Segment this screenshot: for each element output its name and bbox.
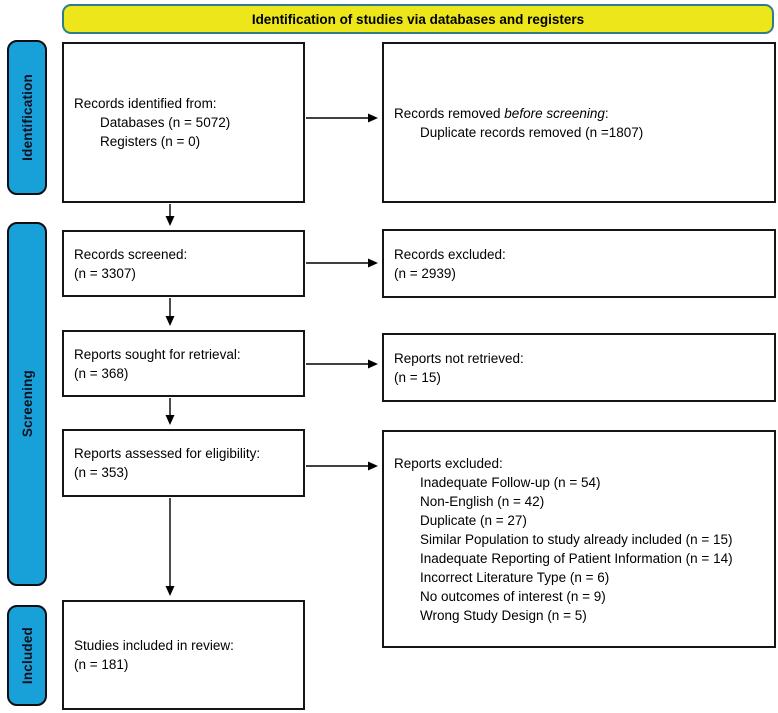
phase-label-included: Included bbox=[7, 605, 47, 706]
box-line: Databases (n = 5072) bbox=[100, 115, 231, 130]
box-line: Non-English (n = 42) bbox=[420, 493, 545, 509]
box-title-italic: before screening bbox=[504, 105, 605, 121]
phase-label-text: Included bbox=[19, 626, 35, 685]
box-title: Records removed before screening: bbox=[394, 105, 609, 121]
box-reports-sought: Reports sought for retrieval: (n = 368) bbox=[62, 330, 305, 397]
phase-label-text: Screening bbox=[19, 370, 35, 438]
box-studies-included: Studies included in review: (n = 181) bbox=[62, 600, 305, 710]
box-reports-excluded: Reports excluded: Inadequate Follow-up (… bbox=[382, 430, 776, 648]
phase-label-identification: Identification bbox=[7, 40, 47, 195]
box-count: (n = 181) bbox=[74, 657, 129, 672]
box-lines: Databases (n = 5072) Registers (n = 0) bbox=[74, 113, 295, 151]
box-title: Records screened: bbox=[74, 246, 188, 262]
box-reports-not-retrieved: Reports not retrieved: (n = 15) bbox=[382, 333, 776, 402]
box-title: Reports not retrieved: bbox=[394, 350, 524, 366]
box-lines: Duplicate records removed (n =1807) bbox=[394, 123, 766, 142]
box-line: Inadequate Reporting of Patient Informat… bbox=[420, 550, 733, 566]
diagram-title: Identification of studies via databases … bbox=[251, 11, 585, 27]
box-title: Reports sought for retrieval: bbox=[74, 346, 241, 362]
box-line: No outcomes of interest (n = 9) bbox=[420, 588, 606, 604]
box-line: Duplicate (n = 27) bbox=[420, 512, 527, 528]
box-line: Duplicate records removed (n =1807) bbox=[420, 124, 644, 140]
box-line: Registers (n = 0) bbox=[100, 134, 201, 149]
box-count: (n = 2939) bbox=[394, 265, 456, 281]
box-title: Reports assessed for eligibility: bbox=[74, 446, 261, 461]
box-line: Wrong Study Design (n = 5) bbox=[420, 607, 587, 623]
box-title: Studies included in review: bbox=[74, 638, 234, 653]
box-count: (n = 368) bbox=[74, 365, 129, 381]
box-count: (n = 15) bbox=[394, 369, 441, 385]
box-title: Records excluded: bbox=[394, 246, 506, 262]
box-records-identified: Records identified from: Databases (n = … bbox=[62, 42, 305, 203]
box-line: Incorrect Literature Type (n = 6) bbox=[420, 569, 610, 585]
box-records-excluded: Records excluded: (n = 2939) bbox=[382, 229, 776, 298]
box-title: Records identified from: bbox=[74, 96, 217, 111]
box-count: (n = 3307) bbox=[74, 265, 136, 281]
box-reports-assessed: Reports assessed for eligibility: (n = 3… bbox=[62, 429, 305, 497]
diagram-header-banner: Identification of studies via databases … bbox=[62, 4, 774, 34]
box-records-removed: Records removed before screening: Duplic… bbox=[382, 42, 776, 203]
phase-label-screening: Screening bbox=[7, 222, 47, 586]
phase-label-text: Identification bbox=[19, 74, 35, 161]
box-lines: Inadequate Follow-up (n = 54) Non-English… bbox=[394, 473, 766, 625]
box-records-screened: Records screened: (n = 3307) bbox=[62, 230, 305, 297]
box-title: Reports excluded: bbox=[394, 455, 503, 471]
box-count: (n = 353) bbox=[74, 465, 129, 480]
box-line: Similar Population to study already incl… bbox=[420, 531, 733, 547]
box-line: Inadequate Follow-up (n = 54) bbox=[420, 474, 601, 490]
